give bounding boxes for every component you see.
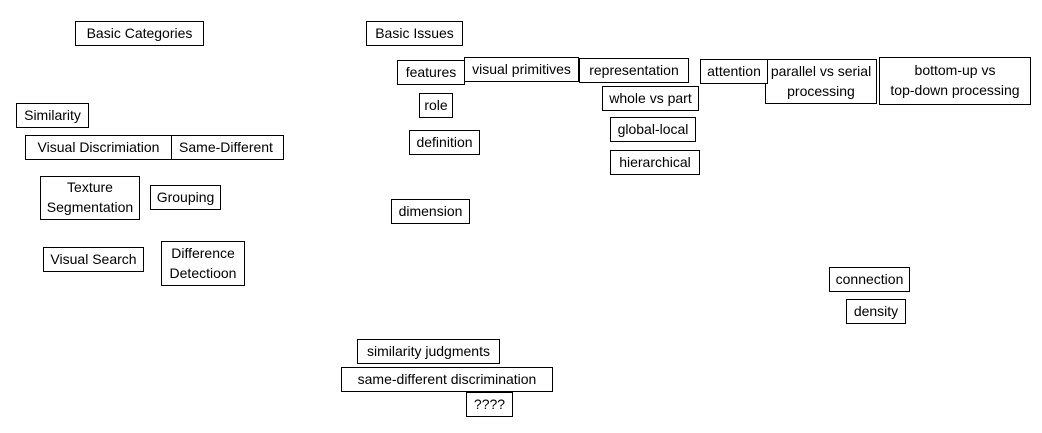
attention-box: attention	[700, 59, 768, 84]
definition-box: definition	[409, 130, 480, 155]
parallel-vs-serial-processing-box: parallel vs serial processing	[765, 59, 877, 104]
basic-issues-box: Basic Issues	[366, 21, 463, 46]
connection-box: connection	[829, 267, 910, 292]
same-different-box: Same-Different	[168, 135, 284, 160]
unknown-task-box: ????	[466, 392, 513, 417]
same-different-discrimination-box: same-different discrimination	[341, 367, 553, 392]
dimension-box: dimension	[391, 199, 470, 224]
density-box: density	[846, 299, 906, 324]
bottom-up-vs-top-down-processing-box: bottom-up vs top-down processing	[879, 57, 1031, 105]
whole-vs-part-box: whole vs part	[602, 86, 699, 111]
representation-box: representation	[579, 58, 689, 83]
similarity-box: Similarity	[16, 103, 89, 128]
features-box: features	[397, 60, 465, 85]
role-box: role	[419, 93, 453, 118]
difference-detectioon-box: Difference Detectioon	[161, 241, 245, 286]
basic-categories-box: Basic Categories	[75, 21, 204, 46]
visual-discrimiation-box: Visual Discrimiation	[25, 135, 172, 160]
grouping-box: Grouping	[150, 185, 221, 210]
hierarchical-box: hierarchical	[610, 150, 700, 175]
global-local-box: global-local	[610, 117, 696, 142]
visual-search-box: Visual Search	[43, 247, 144, 272]
texture-segmentation-box: Texture Segmentation	[40, 176, 140, 220]
similarity-judgments-box: similarity judgments	[357, 339, 500, 364]
visual-primitives-box: visual primitives	[464, 57, 579, 82]
